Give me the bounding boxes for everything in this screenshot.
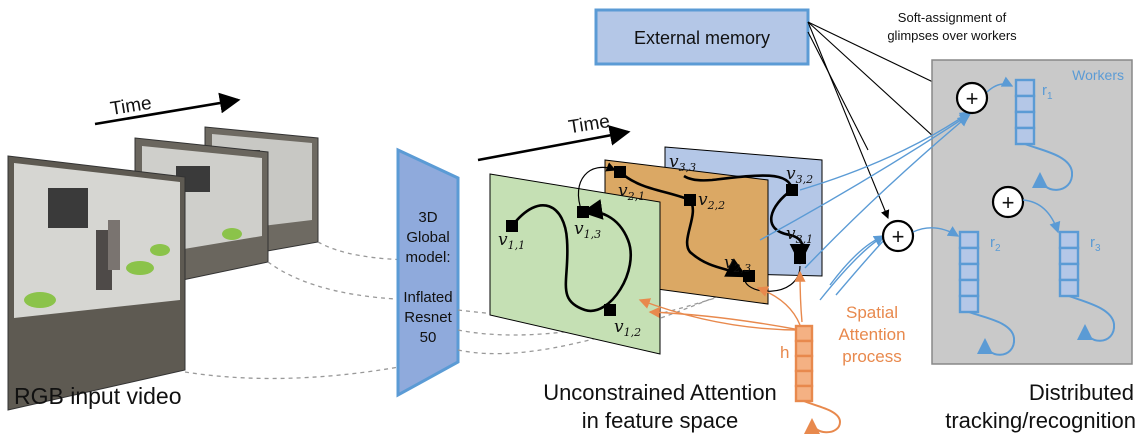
worker-r1-label: r	[1042, 82, 1047, 99]
feature-plane-1	[489, 173, 661, 355]
spatial-label-line-3: process	[842, 347, 902, 366]
external-memory-label: External memory	[634, 28, 770, 48]
soft-assign-line-1: Soft-assignment of	[898, 10, 1007, 25]
node-v22	[684, 194, 696, 206]
node-v13	[577, 206, 589, 218]
plus-to-worker-links	[912, 76, 1061, 237]
distributed-caption-line-2: tracking/recognition	[945, 408, 1136, 433]
svg-text:v1,3: v1,3	[574, 219, 601, 241]
svg-text:+: +	[1002, 190, 1015, 215]
svg-text:r3: r3	[1090, 234, 1101, 254]
label-v23: v	[724, 253, 734, 273]
global-model-block: 3D Global model: Inflated Resnet 50	[396, 147, 460, 398]
node-v32	[786, 184, 798, 196]
feature-caption-line-1: Unconstrained Attention	[543, 380, 777, 405]
video-frames	[7, 126, 319, 411]
label-v12: v	[614, 317, 624, 337]
svg-text:v2,3: v2,3	[724, 253, 751, 275]
node-markers	[506, 166, 806, 316]
label-v21: v	[618, 181, 628, 201]
spatial-label-line-2: Attention	[838, 325, 905, 344]
model-text-line-6: Resnet	[404, 309, 452, 326]
svg-text:v1,2: v1,2	[614, 317, 641, 339]
plus-node-1: +	[955, 81, 989, 115]
node-v11	[506, 220, 518, 232]
worker-r3-label: r	[1090, 234, 1095, 251]
worker-r2-label: r	[990, 234, 995, 251]
plus-node-3: +	[991, 185, 1025, 219]
attention-links	[638, 270, 806, 331]
model-text-line-3: model:	[405, 249, 450, 266]
attention-trajectories	[510, 171, 811, 313]
label-v32: v	[786, 164, 796, 184]
input-caption: RGB input video	[14, 383, 181, 409]
time-label-2: Time	[567, 111, 611, 138]
plus-node-2: +	[881, 219, 915, 253]
svg-text:v3,1: v3,1	[786, 224, 813, 246]
svg-text:+: +	[966, 86, 979, 111]
worker-r3: r3	[1058, 230, 1116, 342]
model-text-line-5: Inflated	[403, 289, 452, 306]
external-memory-box: External memory	[594, 8, 810, 66]
node-v12	[604, 304, 616, 316]
distributed-caption-line-1: Distributed	[1029, 380, 1134, 405]
node-v31	[794, 252, 806, 264]
label-v31: v	[786, 224, 796, 244]
node-v21	[614, 166, 626, 178]
node-v23	[743, 270, 755, 282]
svg-text:+: +	[892, 224, 905, 249]
soft-assign-line-2: glimpses over workers	[887, 28, 1017, 43]
model-text-line-7: 50	[420, 329, 437, 346]
svg-text:r2: r2	[990, 234, 1001, 254]
svg-text:v3,3: v3,3	[669, 152, 696, 174]
hidden-label: h	[780, 343, 789, 362]
feature-caption-line-2: in feature space	[582, 408, 739, 433]
svg-text:v2,2: v2,2	[698, 190, 725, 212]
svg-text:v3,2: v3,2	[786, 164, 813, 186]
svg-text:v2,1: v2,1	[618, 181, 645, 203]
workers-label: Workers	[1072, 67, 1124, 83]
label-v11: v	[498, 230, 508, 250]
worker-r1: r1	[1014, 78, 1074, 191]
label-v13: v	[574, 219, 584, 239]
time-arrow-2	[477, 125, 631, 162]
model-text-line-1: 3D	[418, 209, 437, 226]
video-frame-1	[7, 155, 186, 411]
model-text-line-2: Global	[406, 229, 449, 246]
time-arrow-1	[94, 92, 241, 126]
svg-text:r1: r1	[1042, 82, 1053, 102]
svg-text:v1,1: v1,1	[498, 230, 525, 252]
label-v22: v	[698, 190, 708, 210]
worker-r2: r2	[958, 230, 1016, 356]
label-v33: v	[669, 152, 679, 172]
spatial-hidden-state: h	[780, 324, 842, 435]
spatial-label-line-1: Spatial	[846, 303, 898, 322]
node-labels: v1,1 v1,3 v1,2 v2,1 v2,2 v2,3 v3,1 v3,2 …	[498, 152, 813, 339]
